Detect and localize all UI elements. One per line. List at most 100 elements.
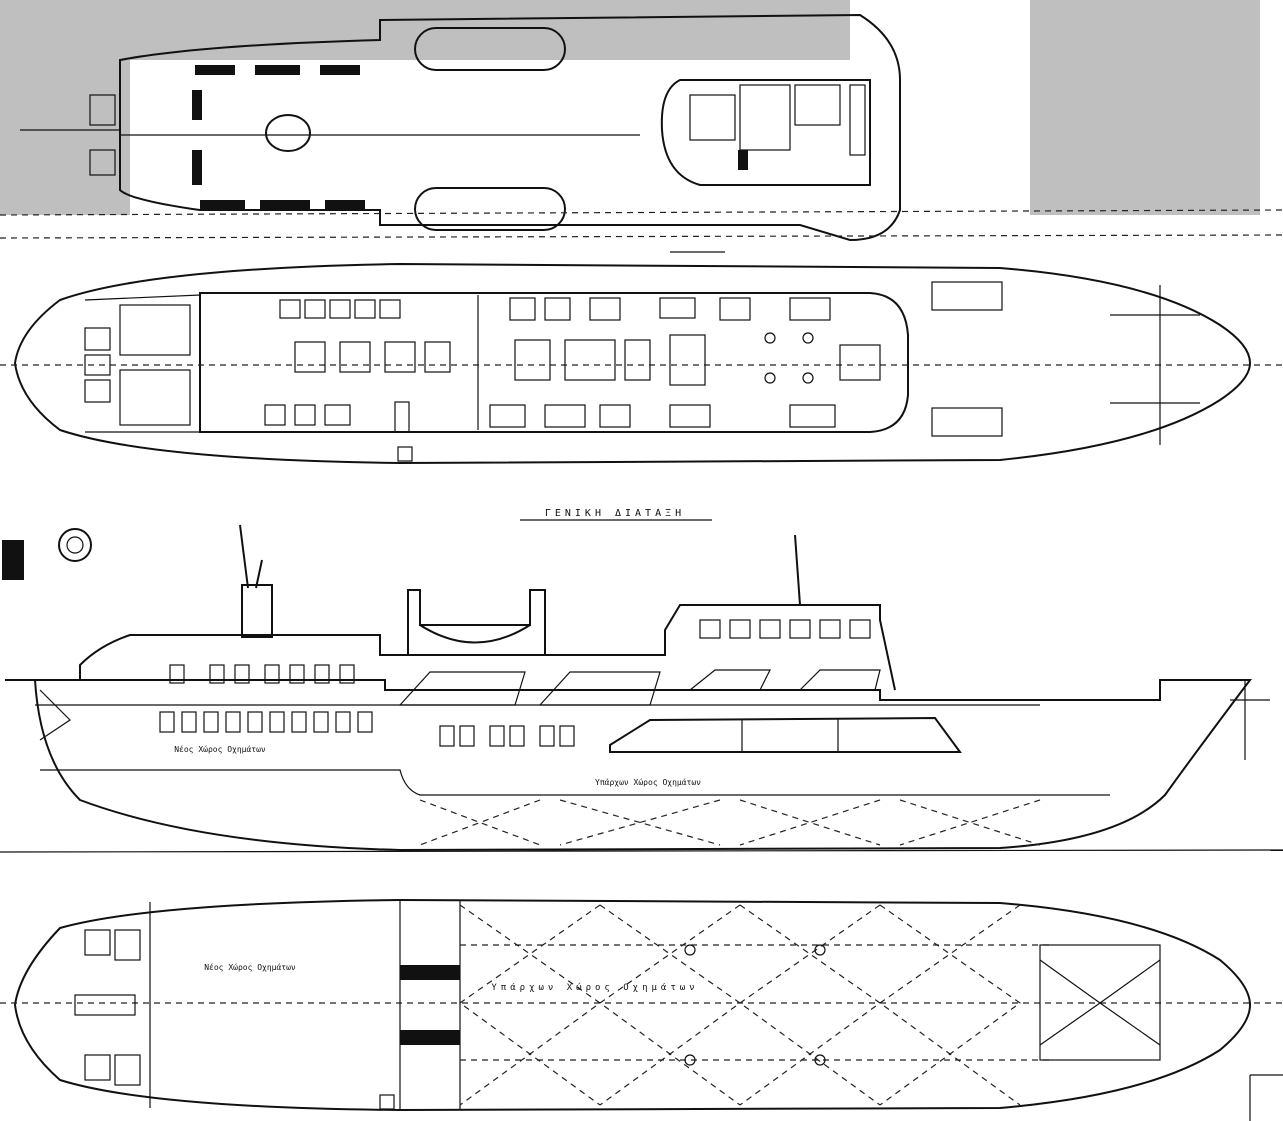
lifeboat-profile [419, 624, 531, 644]
capstan-1 [684, 944, 696, 956]
vehicle-deck-stair [379, 1094, 395, 1110]
aft-cabin-2 [84, 354, 111, 376]
window-upper-1 [169, 664, 185, 684]
hull-window-14 [509, 725, 525, 747]
window-upper-3 [234, 664, 250, 684]
capstan-4 [814, 1054, 826, 1066]
deck-fitting-4 [200, 200, 245, 210]
seat-block-d1 [509, 297, 536, 321]
deck-fitting-3 [320, 65, 360, 75]
seat-block-f1 [489, 404, 526, 428]
seat-block-c1 [264, 404, 286, 426]
hull-window-5 [247, 711, 263, 733]
hull-window-9 [335, 711, 351, 733]
profile-frame-crosses [419, 799, 1041, 846]
window-upper-7 [339, 664, 355, 684]
vehicle-deck-hull [13, 898, 1252, 1112]
scan-noise-right [1030, 0, 1260, 215]
bridge-room-1 [689, 94, 736, 141]
deck-fitting-5 [260, 200, 310, 210]
bridge-room-3 [794, 84, 841, 126]
hull-window-6 [269, 711, 285, 733]
profile-vehicle-deck [40, 769, 1110, 796]
vehicle-deck-diagonals [458, 904, 1022, 1106]
profile-bow-detail [1230, 680, 1270, 760]
seat-block-e1 [514, 339, 551, 381]
window-upper-4 [264, 664, 280, 684]
window-upper-5 [289, 664, 305, 684]
hull-window-8 [313, 711, 329, 733]
seat-block-f3 [599, 404, 631, 428]
seat-block-b3 [384, 341, 416, 373]
aft-machinery-4 [84, 1054, 111, 1081]
deck-fitting-7 [192, 90, 202, 120]
davit-frame [407, 589, 546, 655]
hull-window-16 [559, 725, 575, 747]
window-upper-6 [314, 664, 330, 684]
aft-machinery-2 [114, 929, 141, 961]
seat-block-f5 [789, 404, 836, 428]
vehicle-deck-ramp-2 [400, 1030, 460, 1045]
seat-block-d5 [719, 297, 751, 321]
seat-block-b1 [294, 341, 326, 373]
label-plan-hold: Υπάρχων Χώρος Οχημάτων [491, 982, 698, 993]
table-1 [764, 332, 776, 344]
title-block-corner [1249, 1074, 1283, 1121]
top-deck-midline [20, 129, 640, 136]
top-deck-outline [119, 13, 901, 242]
profile-stern-detail [39, 689, 71, 741]
hull-window-4 [225, 711, 241, 733]
bridge-room-4 [849, 84, 866, 156]
window-bridge-5 [819, 619, 841, 639]
seat-block-c2 [294, 404, 316, 426]
lifeboat-port [414, 27, 566, 71]
funnel-top [265, 114, 311, 152]
bridge-room-2 [739, 84, 791, 151]
aft-machinery-5 [114, 1054, 141, 1086]
seat-block-e3 [624, 339, 651, 381]
seat-block-f2 [544, 404, 586, 428]
window-bridge-1 [699, 619, 721, 639]
title-block-logo [58, 528, 92, 562]
hull-window-3 [203, 711, 219, 733]
seat-block-e4 [669, 334, 706, 386]
window-bridge-3 [759, 619, 781, 639]
title-block-edge-mark [2, 540, 24, 580]
window-upper-2 [209, 664, 225, 684]
seat-block-a3 [329, 299, 351, 319]
label-plan-new-hold: Νέος Χώρος Οχημάτων [204, 963, 296, 972]
window-bridge-6 [849, 619, 871, 639]
top-deck-dim-line [0, 209, 1283, 216]
stair-passenger [394, 401, 410, 433]
capstan-3 [684, 1054, 696, 1066]
aft-machinery-3 [74, 994, 136, 1016]
lifeboat-starboard [414, 187, 566, 231]
seat-block-a2 [304, 299, 326, 319]
hull-window-13 [489, 725, 505, 747]
table-2 [802, 332, 814, 344]
window-bridge-4 [789, 619, 811, 639]
seat-block-a4 [354, 299, 376, 319]
hull-window-10 [357, 711, 373, 733]
label-main-hold: Υπάρχων Χώρος Οχημάτων [595, 778, 701, 787]
deck-fitting-6 [325, 200, 365, 210]
title-block-logo-inner [66, 536, 84, 554]
vehicle-ramp-starboard [931, 407, 1003, 437]
seat-block-f4 [669, 404, 711, 428]
seat-block-d2 [544, 297, 571, 321]
side-shell-door [609, 716, 962, 753]
passenger-deck-inner [84, 294, 201, 433]
hull-window-2 [181, 711, 197, 733]
profile-waterline [0, 849, 1283, 853]
passenger-deck-hull [13, 262, 1252, 465]
seat-block-e5 [839, 344, 881, 381]
aft-machinery-1 [84, 929, 111, 956]
bridge-outline [660, 79, 871, 186]
deck-fitting-2 [255, 65, 300, 75]
window-bridge-2 [729, 619, 751, 639]
profile-hull [5, 679, 1252, 852]
capstan-2 [814, 944, 826, 956]
passenger-deck-plan [0, 262, 1283, 465]
deck-fitting-8 [192, 150, 202, 185]
bow-bollard-lines [1110, 285, 1200, 445]
